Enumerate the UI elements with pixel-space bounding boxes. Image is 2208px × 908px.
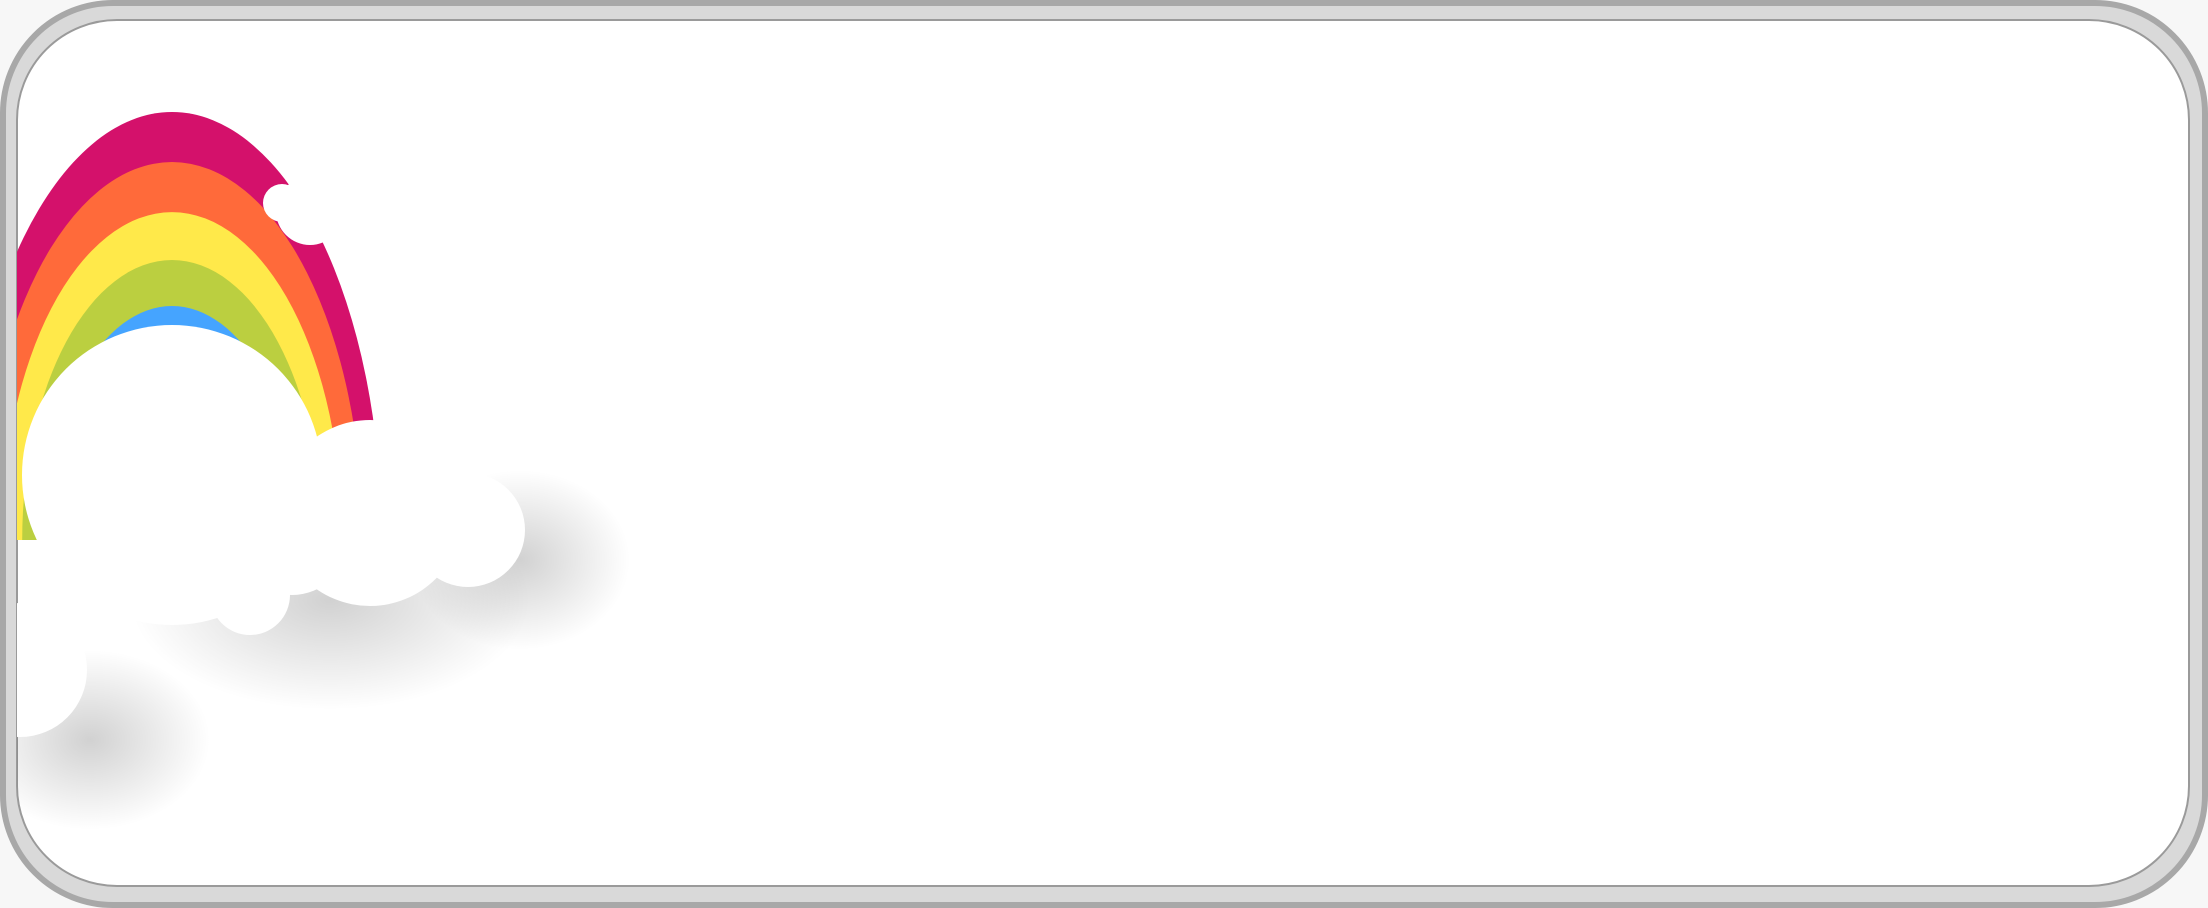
cloud-puff	[210, 555, 290, 635]
clouds	[17, 177, 525, 750]
cloud-puff	[410, 394, 472, 456]
rainbow-illustration	[17, 112, 630, 830]
cloud-puff	[316, 188, 360, 232]
cloud-puff	[411, 473, 525, 587]
cloud-puff	[277, 420, 463, 606]
